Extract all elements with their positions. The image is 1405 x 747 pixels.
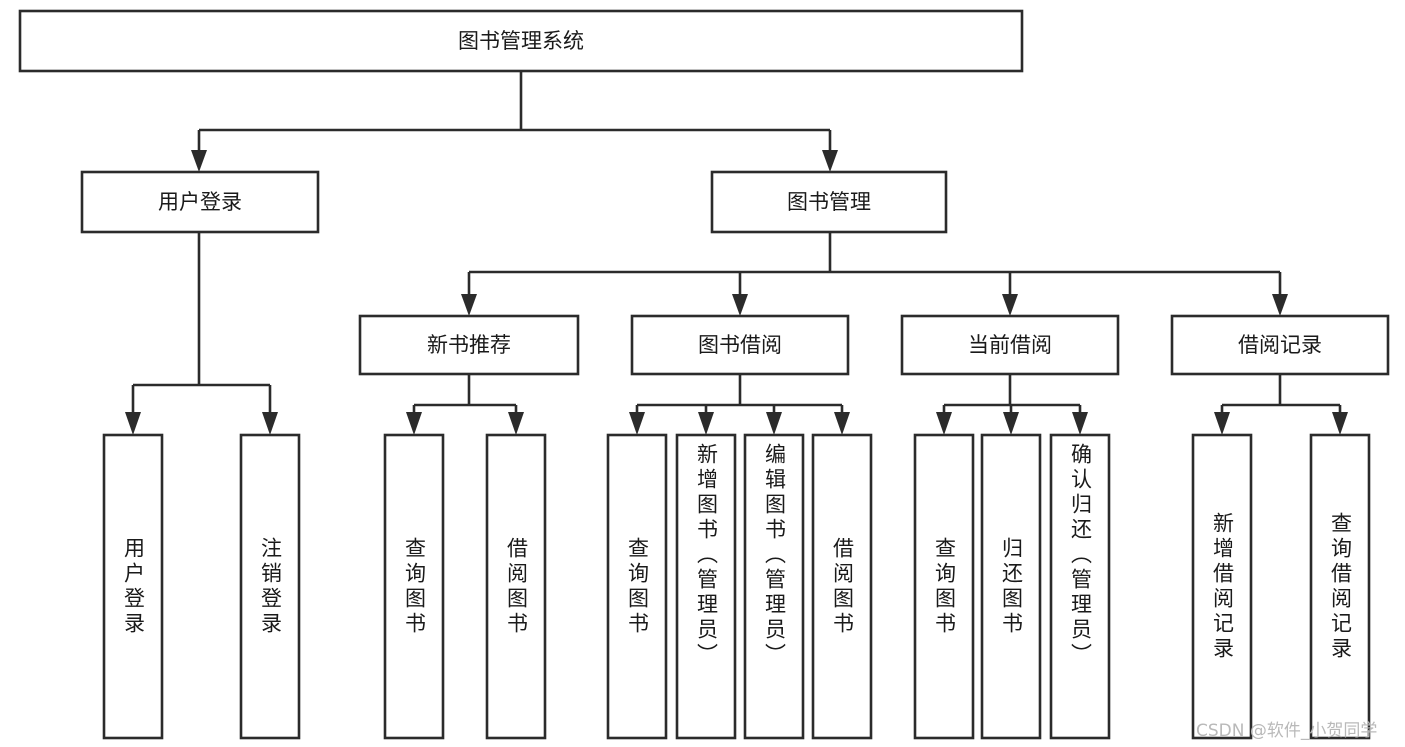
node-book-management[interactable]: 图书管理 bbox=[710, 170, 948, 234]
node-leaf-logout[interactable]: 注销登录 bbox=[239, 433, 301, 740]
node-book-management-box[interactable] bbox=[710, 170, 948, 234]
node-leaf-record-query-box[interactable] bbox=[1309, 433, 1371, 740]
arrow-borrow-leaf-1 bbox=[629, 412, 645, 435]
node-leaf-borrow-edit-book-box[interactable] bbox=[743, 433, 805, 740]
node-new-book-recommend-label: 新书推荐 bbox=[427, 333, 511, 357]
node-leaf-borrow-borrow-book-label: 借阅图书 bbox=[830, 536, 855, 637]
node-leaf-user-login-labelwrap: 用户登录 bbox=[121, 536, 146, 637]
node-leaf-recommend-query-book-box[interactable] bbox=[383, 433, 445, 740]
node-current-borrow-box[interactable] bbox=[900, 314, 1120, 376]
node-user-login-box[interactable] bbox=[80, 170, 320, 234]
node-leaf-record-query-labelwrap: 查询借阅记录 bbox=[1328, 511, 1353, 662]
node-leaf-borrow-edit-book-labelwrap: 编辑图书（管理员） bbox=[762, 443, 787, 668]
node-leaf-current-return-book-box[interactable] bbox=[980, 433, 1042, 740]
node-leaf-borrow-borrow-book[interactable]: 借阅图书 bbox=[811, 433, 873, 740]
node-leaf-current-query-book-labelwrap: 查询图书 bbox=[932, 536, 957, 637]
node-new-book-recommend[interactable]: 新书推荐 bbox=[358, 314, 580, 376]
node-current-borrow-label: 当前借阅 bbox=[968, 333, 1052, 357]
node-leaf-record-query[interactable]: 查询借阅记录 bbox=[1309, 433, 1371, 740]
node-root-label: 图书管理系统 bbox=[458, 29, 584, 53]
node-leaf-borrow-query-book-box[interactable] bbox=[606, 433, 668, 740]
node-leaf-current-query-book[interactable]: 查询图书 bbox=[913, 433, 975, 740]
node-borrow-record-box[interactable] bbox=[1170, 314, 1390, 376]
node-book-borrow-box[interactable] bbox=[630, 314, 850, 376]
node-leaf-current-return-book-label: 归还图书 bbox=[999, 536, 1024, 637]
node-book-borrow[interactable]: 图书借阅 bbox=[630, 314, 850, 376]
node-leaf-recommend-query-book-labelwrap: 查询图书 bbox=[402, 536, 427, 637]
node-leaf-borrow-add-book-label: 新增图书（管理员） bbox=[694, 443, 719, 668]
node-leaf-borrow-borrow-book-box[interactable] bbox=[811, 433, 873, 740]
node-user-login-label: 用户登录 bbox=[158, 190, 242, 214]
node-leaf-current-confirm-return[interactable]: 确认归还（管理员） bbox=[1049, 433, 1111, 740]
node-leaf-borrow-add-book-box[interactable] bbox=[675, 433, 737, 740]
node-leaf-borrow-add-book-labelwrap: 新增图书（管理员） bbox=[694, 443, 719, 668]
node-leaf-current-return-book-labelwrap: 归还图书 bbox=[999, 536, 1024, 637]
node-root[interactable]: 图书管理系统 bbox=[18, 9, 1024, 73]
arrow-borrow-leaf-2 bbox=[698, 412, 714, 435]
node-leaf-record-add-label: 新增借阅记录 bbox=[1210, 511, 1235, 662]
arrow-to-book-mgmt bbox=[822, 150, 838, 172]
node-leaf-current-query-book-label: 查询图书 bbox=[932, 536, 957, 637]
node-leaf-logout-box[interactable] bbox=[239, 433, 301, 740]
arrow-to-current-borrow bbox=[1002, 294, 1018, 316]
node-book-management-label: 图书管理 bbox=[787, 190, 871, 214]
node-leaf-recommend-borrow-book-box[interactable] bbox=[485, 433, 547, 740]
arrow-current-leaf-1 bbox=[936, 412, 952, 435]
node-leaf-user-login-label: 用户登录 bbox=[121, 536, 146, 637]
node-leaf-current-confirm-return-label: 确认归还（管理员） bbox=[1068, 443, 1093, 668]
arrow-recommend-leaf-2 bbox=[508, 412, 524, 435]
node-leaf-borrow-edit-book-label: 编辑图书（管理员） bbox=[762, 443, 787, 668]
node-leaf-recommend-query-book[interactable]: 查询图书 bbox=[383, 433, 445, 740]
node-book-borrow-label: 图书借阅 bbox=[698, 333, 782, 357]
node-leaf-record-add-box[interactable] bbox=[1191, 433, 1253, 740]
arrow-record-leaf-1 bbox=[1214, 412, 1230, 435]
node-leaf-current-query-book-box[interactable] bbox=[913, 433, 975, 740]
arrow-current-leaf-3 bbox=[1072, 412, 1088, 435]
arrow-to-borrow-record bbox=[1272, 294, 1288, 316]
node-leaf-recommend-borrow-book[interactable]: 借阅图书 bbox=[485, 433, 547, 740]
arrow-to-user-login bbox=[191, 150, 207, 172]
node-leaf-user-login[interactable]: 用户登录 bbox=[102, 433, 164, 740]
arrow-recommend-leaf-1 bbox=[406, 412, 422, 435]
arrow-record-leaf-2 bbox=[1332, 412, 1348, 435]
node-current-borrow[interactable]: 当前借阅 bbox=[900, 314, 1120, 376]
node-borrow-record[interactable]: 借阅记录 bbox=[1170, 314, 1390, 376]
arrow-current-leaf-2 bbox=[1003, 412, 1019, 435]
node-leaf-borrow-edit-book[interactable]: 编辑图书（管理员） bbox=[743, 433, 805, 740]
arrow-to-user-login-leaf bbox=[125, 412, 141, 435]
node-user-login[interactable]: 用户登录 bbox=[80, 170, 320, 234]
node-leaf-borrow-borrow-book-labelwrap: 借阅图书 bbox=[830, 536, 855, 637]
node-leaf-borrow-query-book-label: 查询图书 bbox=[625, 536, 650, 637]
node-leaf-borrow-add-book[interactable]: 新增图书（管理员） bbox=[675, 433, 737, 740]
arrow-to-book-borrow bbox=[732, 294, 748, 316]
node-borrow-record-label: 借阅记录 bbox=[1238, 333, 1322, 357]
node-leaf-logout-labelwrap: 注销登录 bbox=[258, 536, 283, 637]
node-leaf-logout-label: 注销登录 bbox=[258, 536, 283, 637]
node-leaf-record-query-label: 查询借阅记录 bbox=[1328, 511, 1353, 662]
arrow-to-new-book-recommend bbox=[461, 294, 477, 316]
node-root-box[interactable] bbox=[18, 9, 1024, 73]
node-leaf-current-confirm-return-box[interactable] bbox=[1049, 433, 1111, 740]
node-leaf-record-add[interactable]: 新增借阅记录 bbox=[1191, 433, 1253, 740]
node-leaf-record-add-labelwrap: 新增借阅记录 bbox=[1210, 511, 1235, 662]
edge-group bbox=[125, 71, 1348, 435]
arrow-borrow-leaf-4 bbox=[834, 412, 850, 435]
node-new-book-recommend-box[interactable] bbox=[358, 314, 580, 376]
node-leaf-borrow-query-book-labelwrap: 查询图书 bbox=[625, 536, 650, 637]
node-leaf-recommend-borrow-book-labelwrap: 借阅图书 bbox=[504, 536, 529, 637]
node-leaf-user-login-box[interactable] bbox=[102, 433, 164, 740]
arrow-borrow-leaf-3 bbox=[766, 412, 782, 435]
node-leaf-recommend-borrow-book-label: 借阅图书 bbox=[504, 536, 529, 637]
node-leaf-borrow-query-book[interactable]: 查询图书 bbox=[606, 433, 668, 740]
node-leaf-recommend-query-book-label: 查询图书 bbox=[402, 536, 427, 637]
arrow-to-logout-leaf bbox=[262, 412, 278, 435]
node-leaf-current-confirm-return-labelwrap: 确认归还（管理员） bbox=[1068, 443, 1093, 668]
node-leaf-current-return-book[interactable]: 归还图书 bbox=[980, 433, 1042, 740]
